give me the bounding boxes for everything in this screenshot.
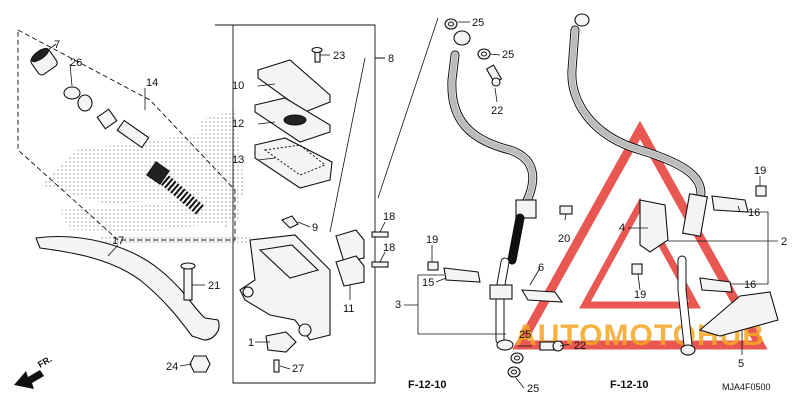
callout-19c: 19 <box>754 165 766 177</box>
callout-19b: 19 <box>634 289 646 301</box>
callout-6: 6 <box>538 262 544 274</box>
callout-12: 12 <box>232 118 244 130</box>
sealing-washer-25d <box>507 366 521 378</box>
callout-14: 14 <box>146 77 158 89</box>
hose-clamp-part <box>443 267 481 283</box>
callout-23: 23 <box>333 50 345 62</box>
callout-20: 20 <box>558 233 570 245</box>
front-direction-arrow: FR. <box>14 354 54 389</box>
lower-clamp-part <box>699 277 733 293</box>
callout-22a: 22 <box>491 105 503 117</box>
switch-part <box>265 331 297 353</box>
callout-21: 21 <box>208 280 220 292</box>
bolt-19b <box>631 263 643 275</box>
master-cylinder-assembly-box <box>215 24 385 384</box>
callout-17: 17 <box>112 235 124 247</box>
sealing-washer-25b <box>477 48 491 60</box>
diaphragm-plate-part <box>254 97 331 143</box>
callout-7: 7 <box>54 39 60 51</box>
hose-joint-part <box>639 199 669 253</box>
diaphragm-part <box>254 137 333 189</box>
leader-lines <box>47 17 778 389</box>
circlip-part <box>63 86 93 112</box>
switch-clip-part <box>281 215 299 229</box>
upper-brake-hose <box>447 30 538 265</box>
bolt-19a <box>427 261 439 271</box>
callout-13: 13 <box>232 154 244 166</box>
callout-19a: 19 <box>426 234 438 246</box>
lever-nut-part <box>189 355 211 373</box>
banjo-bolt-22b <box>539 340 564 352</box>
callout-9: 9 <box>312 222 318 234</box>
callout-labels: 7 26 14 10 12 13 23 8 17 21 9 18 18 11 1… <box>54 17 787 395</box>
brake-lever-part <box>35 236 220 341</box>
piston-cap-part <box>30 47 58 76</box>
switch-screw-part <box>273 359 280 373</box>
bracket-part <box>698 291 779 337</box>
upper-clamp-part <box>711 195 749 213</box>
callout-16a: 16 <box>748 207 760 219</box>
lower-right-brake-hose <box>677 255 696 356</box>
honda-wing-logo <box>40 110 250 245</box>
ref-label-left: F-12-10 <box>408 379 447 391</box>
callout-5: 5 <box>738 358 744 370</box>
diagram-code: MJA4F0500 <box>722 382 771 392</box>
callout-25a: 25 <box>472 17 484 29</box>
callout-24: 24 <box>166 361 178 373</box>
right-brake-hose <box>567 13 708 237</box>
pivot-bolt-part <box>180 262 196 301</box>
holder-part <box>335 229 365 287</box>
callout-1: 1 <box>248 337 254 349</box>
hose-guide-part <box>520 289 564 303</box>
sealing-washer-25a <box>444 18 458 30</box>
callout-15: 15 <box>422 277 434 289</box>
callout-10: 10 <box>232 80 244 92</box>
piston-spring-part <box>96 108 204 215</box>
banjo-bolt-22a <box>485 64 503 87</box>
master-cylinder-body-part <box>239 234 331 341</box>
callout-18b: 18 <box>383 242 395 254</box>
callout-8: 8 <box>388 53 394 65</box>
master-cylinder-kit-outline <box>17 29 236 241</box>
bolt-20 <box>559 205 573 215</box>
callout-27: 27 <box>292 363 304 375</box>
callout-2: 2 <box>781 236 787 248</box>
callout-11: 11 <box>343 303 354 315</box>
reservoir-cap-part <box>257 59 331 113</box>
direction-label: FR. <box>36 354 54 370</box>
callout-3: 3 <box>395 299 401 311</box>
callout-25d: 25 <box>527 383 539 395</box>
lower-left-brake-hose <box>489 257 514 351</box>
bolt-19c <box>755 185 767 197</box>
sealing-washer-25c <box>510 352 524 364</box>
callout-25c: 25 <box>519 329 531 341</box>
reservoir-screw-part <box>311 46 323 63</box>
callout-16b: 16 <box>744 279 756 291</box>
callout-26: 26 <box>70 57 82 69</box>
callout-22b: 22 <box>574 340 586 352</box>
ref-label-right: F-12-10 <box>610 379 649 391</box>
callout-25b: 25 <box>502 49 514 61</box>
callout-4: 4 <box>619 222 625 234</box>
callout-18a: 18 <box>383 211 395 223</box>
